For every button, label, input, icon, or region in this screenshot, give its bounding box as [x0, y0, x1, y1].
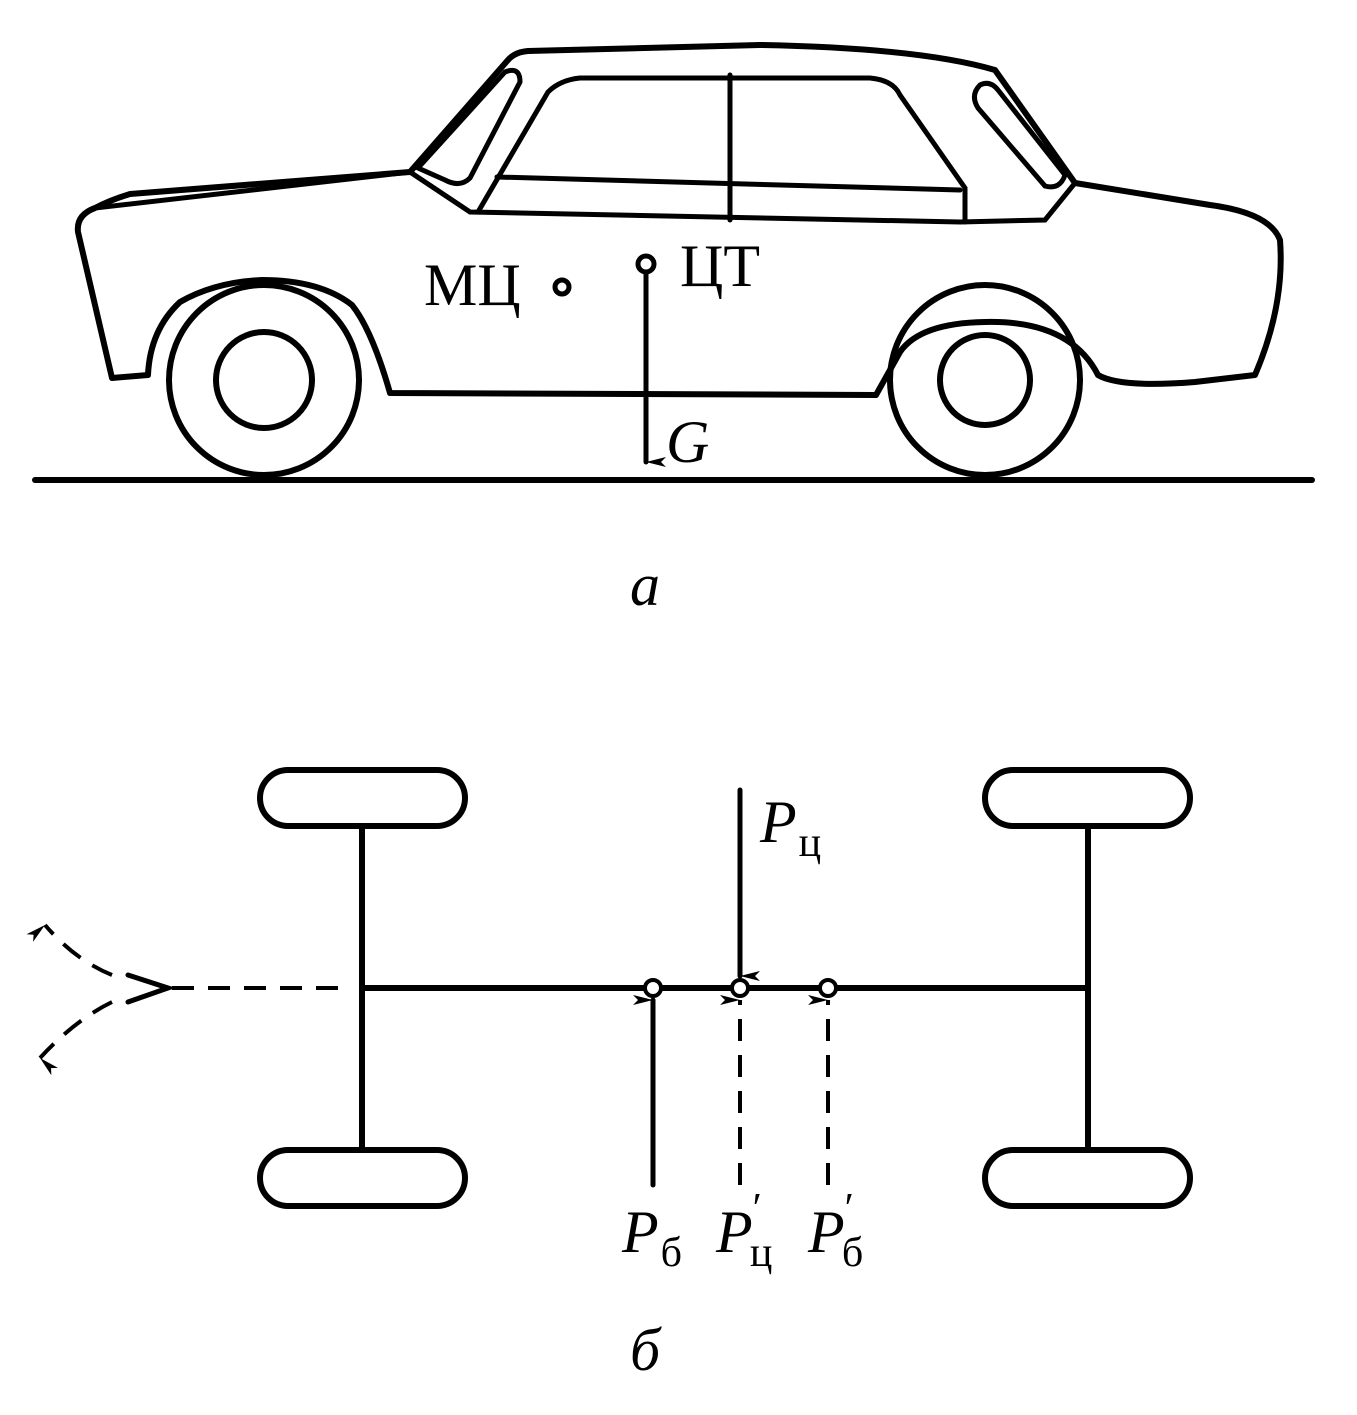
- car-body-outline: [74, 42, 1284, 398]
- rear-left-wheel: [257, 767, 468, 829]
- center-of-gravity-label: ЦТ: [680, 233, 760, 299]
- car-side-view: МЦ ЦТ G: [32, 42, 1315, 483]
- lateral-force-point: [643, 978, 663, 998]
- centrifugal-force-point: [730, 978, 750, 998]
- rear-wheel-hub: [213, 329, 315, 431]
- centrifugal-force-label: Pц: [759, 789, 821, 866]
- car-rear-pillar: [972, 80, 1068, 190]
- direction-chevron: [125, 972, 176, 1005]
- lateral-force-prime-label: P′б: [807, 1186, 863, 1276]
- car-side-window: [475, 75, 968, 225]
- front-wheel-hub: [937, 332, 1033, 428]
- lateral-force-label: Pб: [621, 1199, 682, 1276]
- front-left-wheel: [982, 767, 1193, 829]
- center-of-gravity-point: [635, 253, 657, 275]
- instant-center-label: МЦ: [424, 252, 521, 318]
- caption-a: а: [630, 552, 660, 618]
- caption-b: б: [630, 1317, 662, 1383]
- car-trunk-line: [92, 169, 1078, 225]
- turn-arrow-down: [38, 1000, 113, 1076]
- centrifugal-force-prime-label: P′ц: [715, 1186, 772, 1276]
- car-front-pillar: [413, 67, 523, 186]
- rear-wheel-tire: [166, 282, 362, 478]
- front-wheel-tire: [887, 282, 1083, 478]
- weight-label: G: [666, 409, 709, 475]
- rear-right-wheel: [257, 1147, 468, 1209]
- front-right-wheel: [982, 1147, 1193, 1209]
- lateral-force-prime-point: [818, 978, 838, 998]
- instant-center-point: [552, 277, 572, 297]
- chassis-plan-view: Pц Pб P′ц P′б: [26, 767, 1193, 1276]
- turn-arrow-up: [26, 923, 113, 977]
